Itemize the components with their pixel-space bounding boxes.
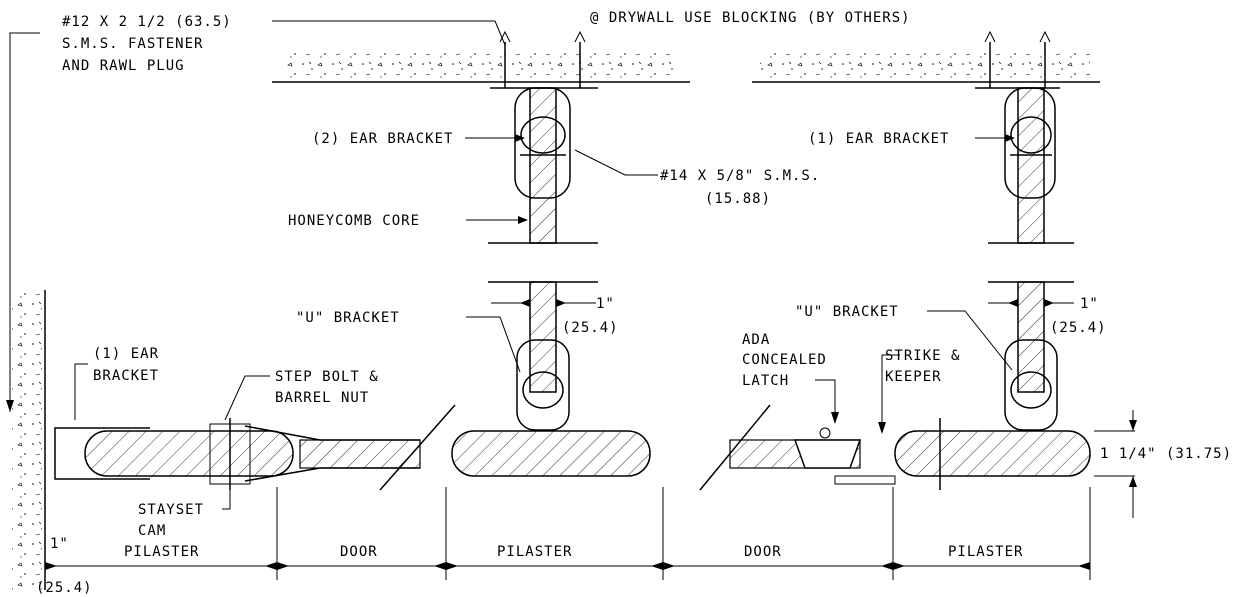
ear-bracket-2-label: (2) EAR BRACKET [312, 131, 453, 147]
pilaster-middle [451, 430, 651, 477]
panel-mid-left [488, 281, 598, 431]
dim-pilaster-1: PILASTER [124, 544, 199, 560]
thickness-label: 1 1/4" (31.75) [1100, 446, 1232, 462]
fastener-label-line3: AND RAWL PLUG [62, 58, 185, 74]
stayset-line1: STAYSET [138, 502, 204, 518]
u-bracket-right-label: "U" BRACKET [795, 304, 899, 320]
strike-label-line2: KEEPER [885, 369, 942, 385]
wall-dim-254: (25.4) [36, 580, 93, 596]
dim-door-2: DOOR [744, 544, 782, 560]
labels: #12 X 2 1/2 (63.5) S.M.S. FASTENER AND R… [36, 10, 1232, 596]
panel-top-right [975, 87, 1074, 244]
dim-pilaster-2: PILASTER [497, 544, 572, 560]
ear-bracket-wall-line2: BRACKET [93, 368, 159, 384]
drywall-note: @ DRYWALL USE BLOCKING (BY OTHERS) [590, 10, 911, 26]
leaders [6, 20, 1137, 580]
sms-label-line1: #14 X 5/8" S.M.S. [660, 168, 820, 184]
fastener-label-line2: S.M.S. FASTENER [62, 36, 203, 52]
u-bracket-left-label: "U" BRACKET [296, 310, 400, 326]
stayset-line2: CAM [138, 523, 166, 539]
panel-top-left [488, 87, 598, 244]
ceiling-right [752, 30, 1100, 88]
fastener-label-line1: #12 X 2 1/2 (63.5) [62, 14, 232, 30]
strike-label-line1: STRIKE & [885, 348, 960, 364]
ada-label-line1: ADA [742, 332, 770, 348]
ear-bracket-wall-line1: (1) EAR [93, 346, 159, 362]
dim-door-1: DOOR [340, 544, 378, 560]
ceiling-left [272, 30, 690, 88]
panel-mid-right [988, 281, 1074, 431]
ada-label-line3: LATCH [742, 373, 789, 389]
step-bolt-line1: STEP BOLT & [275, 369, 379, 385]
honeycomb-label: HONEYCOMB CORE [288, 213, 420, 229]
ada-label-line2: CONCEALED [742, 352, 827, 368]
ear-bracket-1-top-label: (1) EAR BRACKET [808, 131, 949, 147]
dim-1in-right: 1" [1080, 296, 1099, 312]
dim-1in-left: 1" [596, 296, 615, 312]
pilaster-right [894, 418, 1091, 490]
dim-pilaster-3: PILASTER [948, 544, 1023, 560]
pilaster-left [54, 418, 294, 490]
dim-254-right: (25.4) [1050, 320, 1107, 336]
door-right [699, 404, 896, 491]
step-bolt-line2: BARREL NUT [275, 390, 369, 406]
wall-dim-1in: 1" [50, 536, 69, 552]
door-left [244, 404, 456, 491]
wall-left [12, 290, 46, 590]
dim-254-left: (25.4) [562, 320, 619, 336]
sms-label-line2: (15.88) [705, 191, 771, 207]
